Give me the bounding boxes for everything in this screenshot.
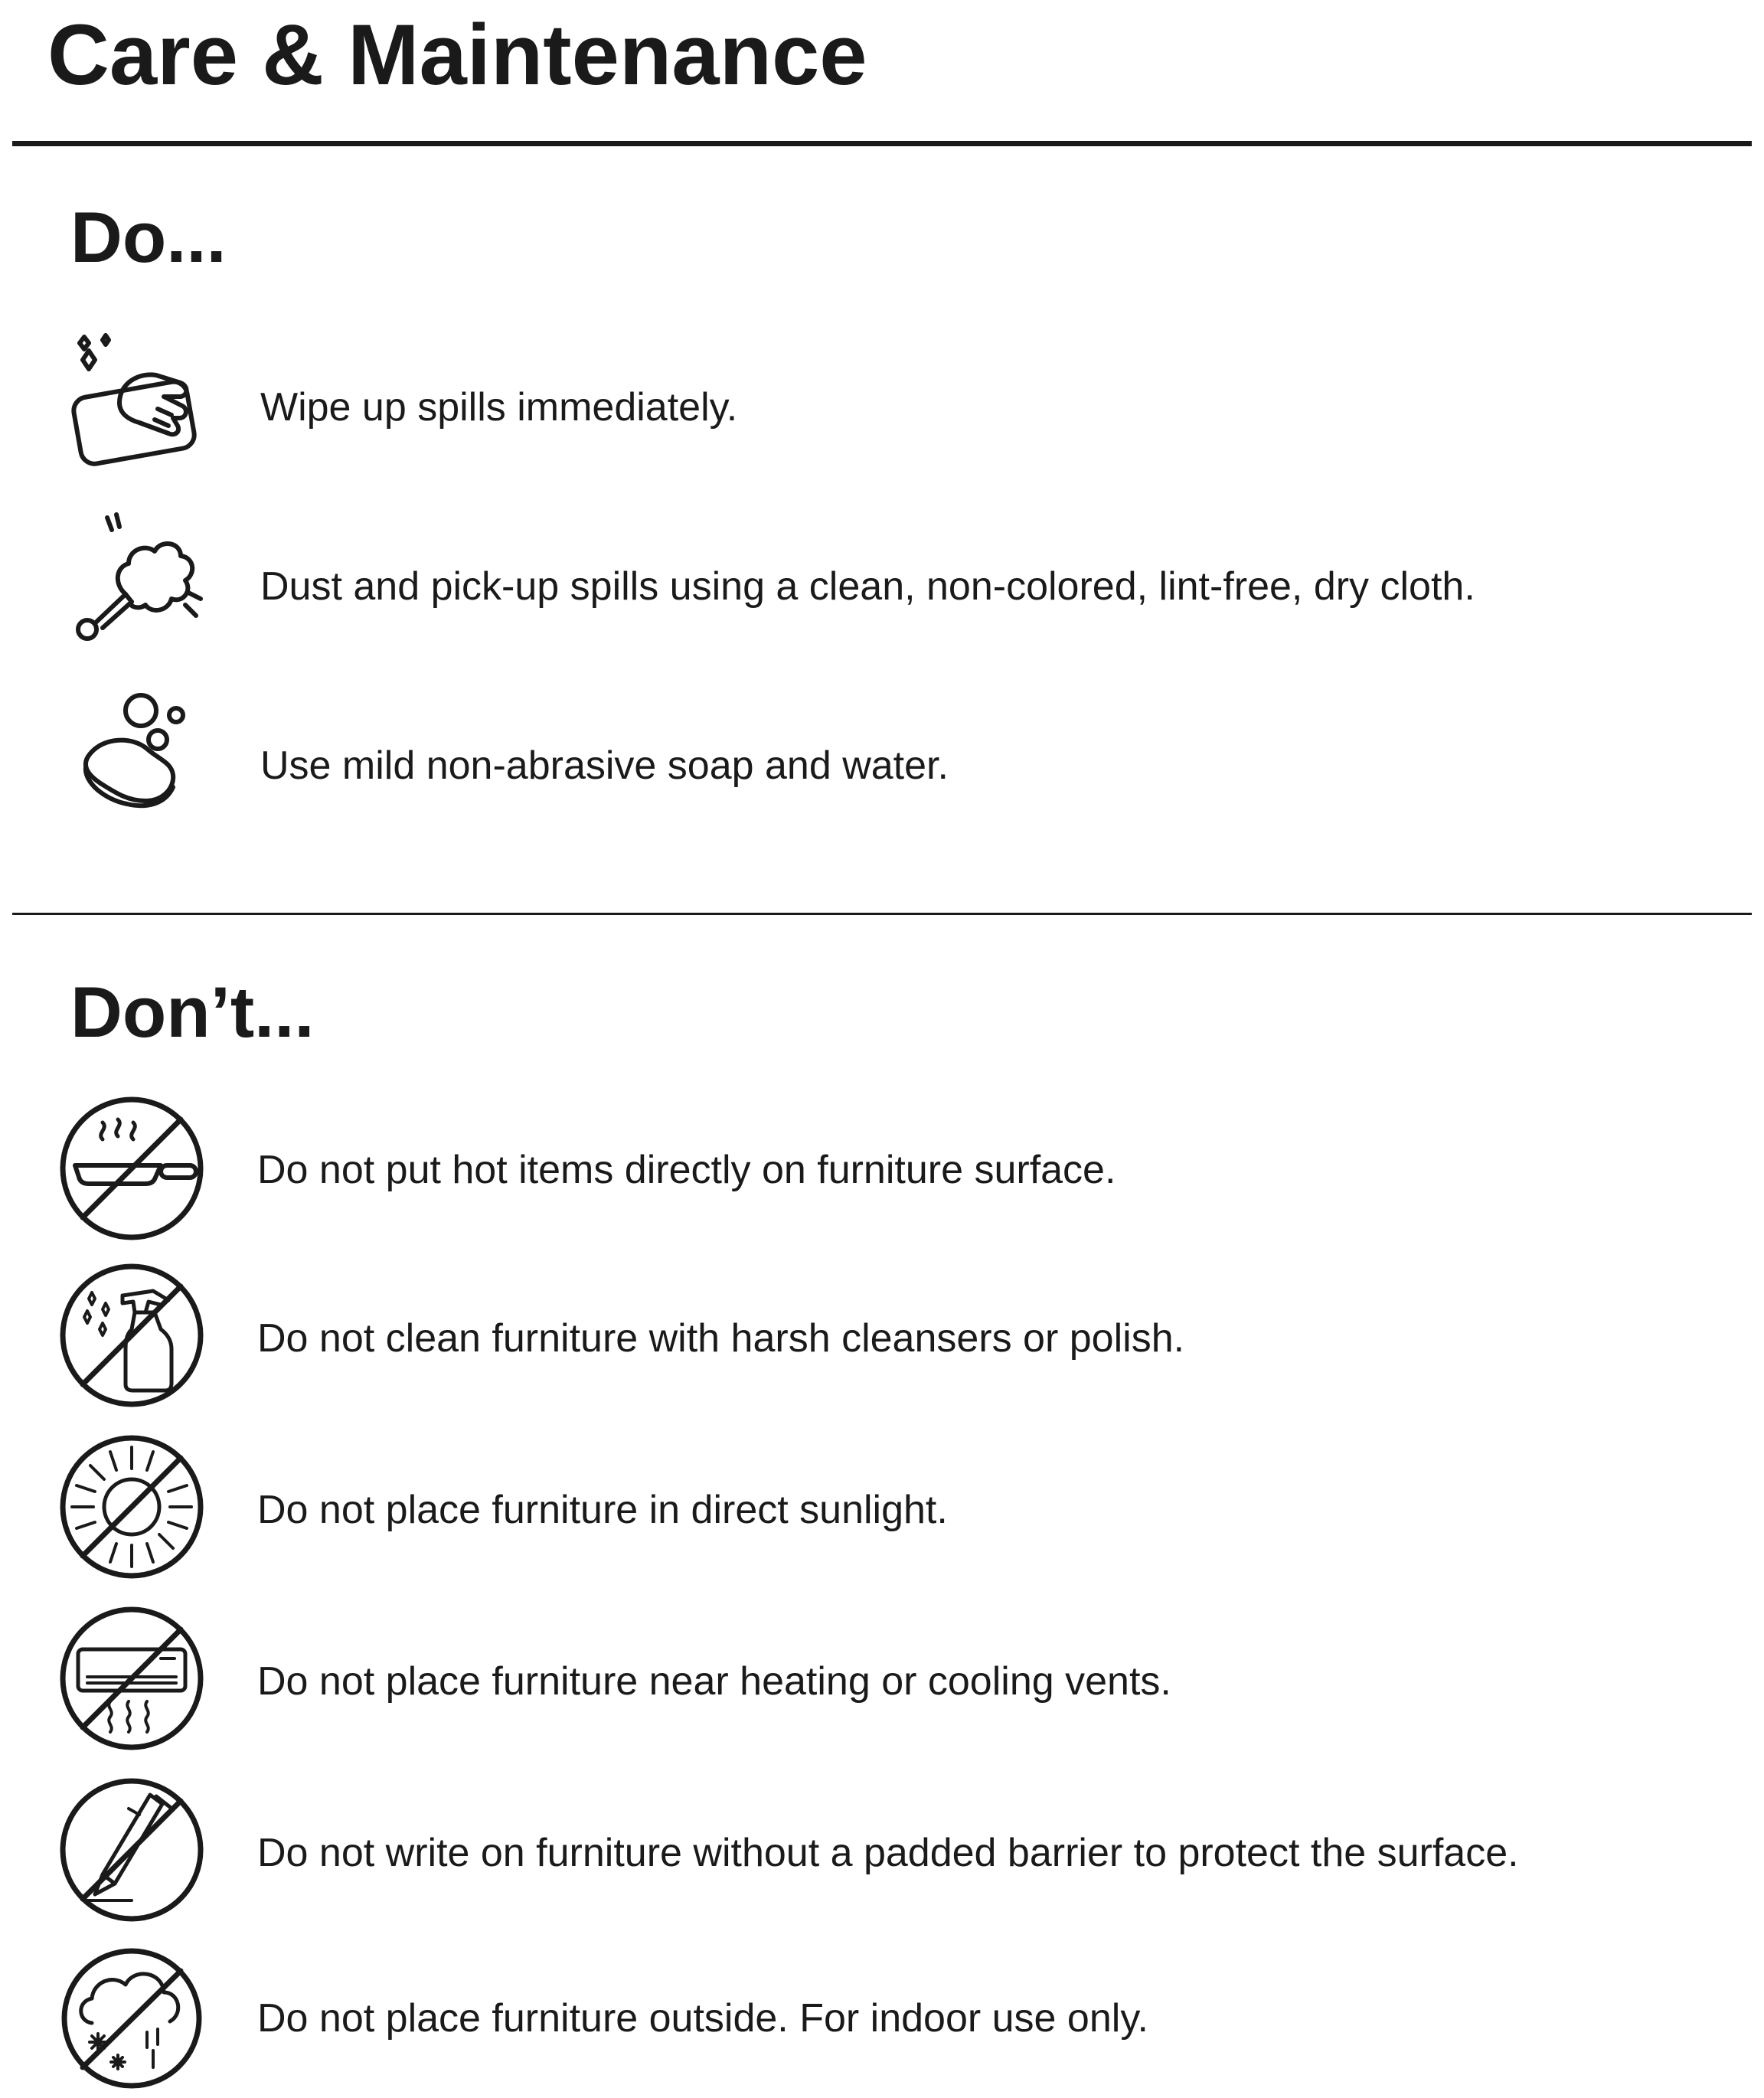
feather-duster-icon xyxy=(66,508,211,654)
dont-item: Do not place furniture in direct sunligh… xyxy=(0,1430,1764,1583)
dont-heading: Don’t... xyxy=(70,972,315,1052)
no-spray-cleaner-icon xyxy=(55,1259,208,1412)
soap-bubbles-icon xyxy=(74,688,204,818)
no-hot-pan-icon xyxy=(55,1092,208,1245)
dont-item: Do not write on furniture without a padd… xyxy=(0,1773,1764,1926)
title-divider xyxy=(12,141,1752,146)
dont-item-text: Do not write on furniture without a padd… xyxy=(257,1831,1519,1875)
page-title: Care & Maintenance xyxy=(47,7,867,103)
dont-item-text: Do not clean furniture with harsh cleans… xyxy=(257,1316,1185,1361)
dont-item: Do not place furniture outside. For indo… xyxy=(0,1945,1764,2098)
dont-item-text: Do not place furniture in direct sunligh… xyxy=(257,1488,948,1532)
dont-item-text: Do not put hot items directly on furnitu… xyxy=(257,1148,1116,1192)
no-writing-pen-icon xyxy=(55,1773,208,1926)
no-outdoor-weather-icon xyxy=(55,1945,208,2092)
no-air-vent-icon xyxy=(55,1602,208,1755)
no-sunlight-icon xyxy=(55,1430,208,1583)
do-item: Use mild non-abrasive soap and water. xyxy=(0,688,1764,841)
do-item: Dust and pick-up spills using a clean, n… xyxy=(0,508,1764,662)
do-item-text: Dust and pick-up spills using a clean, n… xyxy=(260,564,1475,609)
dont-item: Do not put hot items directly on furnitu… xyxy=(0,1087,1764,1240)
do-item-text: Wipe up spills immediately. xyxy=(260,385,738,430)
dont-item: Do not clean furniture with harsh cleans… xyxy=(0,1259,1764,1412)
dont-item-text: Do not place furniture near heating or c… xyxy=(257,1659,1171,1704)
wipe-hand-sponge-icon xyxy=(66,329,204,475)
do-item-text: Use mild non-abrasive soap and water. xyxy=(260,743,949,788)
dont-item: Do not place furniture near heating or c… xyxy=(0,1602,1764,1755)
do-heading: Do... xyxy=(70,197,227,277)
do-item: Wipe up spills immediately. xyxy=(0,329,1764,482)
dont-item-text: Do not place furniture outside. For indo… xyxy=(257,1996,1148,2041)
section-divider xyxy=(12,913,1752,915)
